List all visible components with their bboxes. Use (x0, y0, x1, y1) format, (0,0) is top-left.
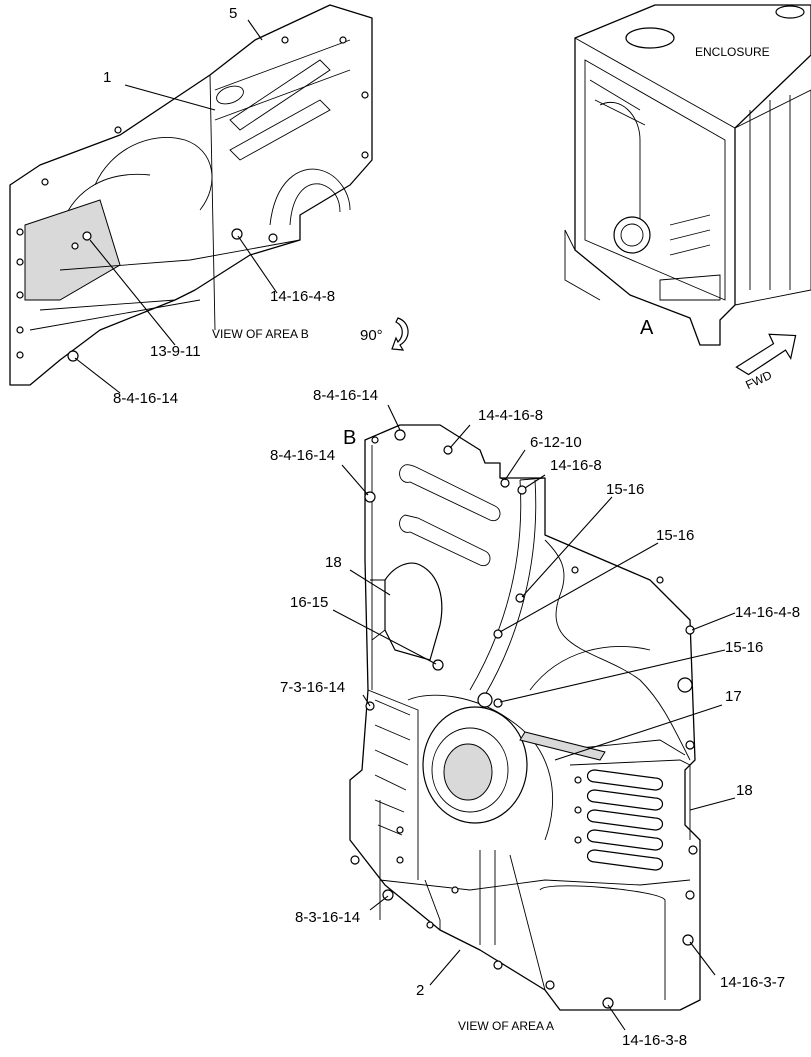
callout-label: 8-4-16-14 (113, 390, 178, 407)
callout-label: 6-12-10 (530, 434, 582, 451)
callout-label: 18 (325, 554, 342, 571)
callout-label: 13-9-11 (150, 343, 201, 360)
callout-labels: 5 1 14-16-4-8 13-9-11 8-4-16-14 8-4-16-1… (103, 5, 800, 1049)
callout-label: 8-4-16-14 (270, 447, 335, 464)
callout-label: 1 (103, 69, 111, 86)
callout-label: 7-3-16-14 (280, 679, 345, 696)
callout-label: 15-16 (725, 639, 763, 656)
callout-label: 14-16-8 (550, 457, 602, 474)
callout-label: 14-16-4-8 (735, 604, 800, 621)
fwd-arrow (735, 333, 797, 376)
enclosure-drawing (564, 4, 811, 346)
caption-view-area-b: VIEW OF AREA B (212, 327, 309, 341)
caption-enclosure: ENCLOSURE (695, 45, 770, 59)
callout-label: 14-16-3-7 (720, 974, 785, 991)
callout-label: 8-4-16-14 (313, 387, 378, 404)
marker-b: B (343, 427, 356, 449)
callout-label: 5 (229, 5, 237, 22)
rotation-arrow-icon (391, 317, 409, 351)
caption-view-area-a: VIEW OF AREA A (458, 1019, 554, 1033)
callout-label: 14-4-16-8 (478, 407, 543, 424)
callout-label: 17 (725, 688, 742, 705)
caption-rotation: 90° (360, 327, 383, 344)
callout-label: 8-3-16-14 (295, 909, 360, 926)
callout-label: 16-15 (290, 594, 328, 611)
callout-label: 2 (416, 982, 424, 999)
callout-label: 15-16 (656, 527, 694, 544)
marker-a: A (640, 317, 654, 339)
callout-label: 15-16 (606, 481, 644, 498)
view-area-b-drawing (9, 4, 373, 386)
leader-lines (74, 19, 736, 1031)
view-area-a-drawing (349, 424, 701, 1011)
callout-label: 14-16-4-8 (270, 288, 335, 305)
callout-label: 14-16-3-8 (622, 1032, 687, 1049)
callout-label: 18 (736, 782, 753, 799)
